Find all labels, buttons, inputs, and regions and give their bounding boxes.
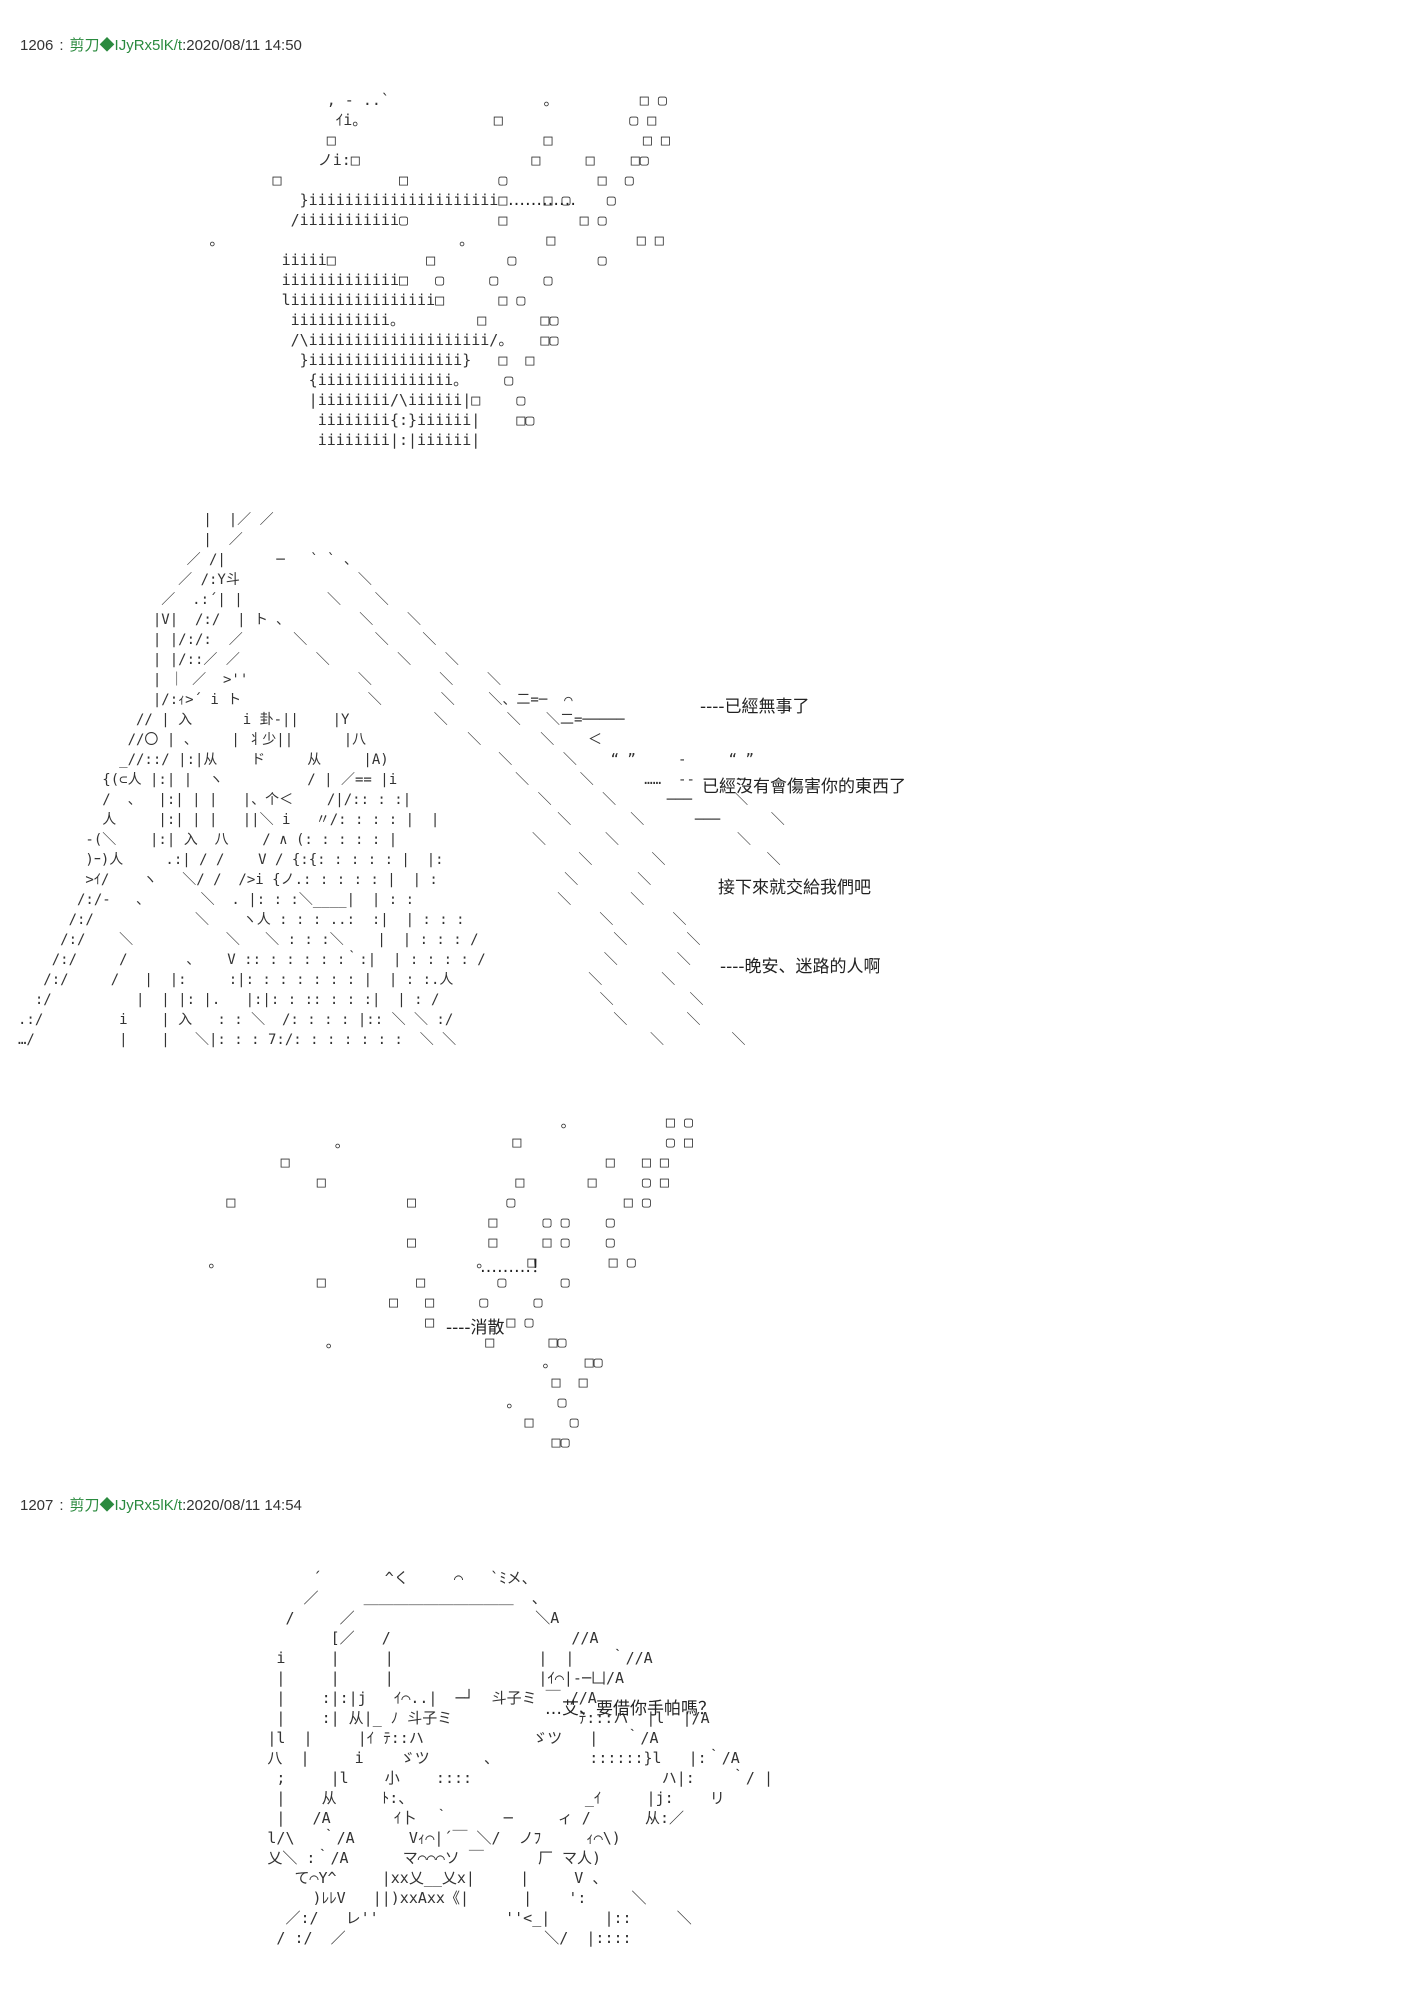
post-number: 1206 — [20, 37, 54, 54]
post-header: 1207: 剪刀◆IJyRx5lK/t:2020/08/11 14:54 — [20, 1494, 302, 1515]
dialog-line: ----晚安、迷路的人啊 — [720, 957, 881, 977]
post-timestamp: :2020/08/11 14:54 — [182, 1497, 302, 1514]
poster-name[interactable]: 剪刀◆IJyRx5lK/t — [69, 37, 183, 54]
dialog-line: ----消散 — [446, 1318, 505, 1338]
ascii-art-particles-2: 。 □ ▢ 。 □ ▢ □ □ □ □ □ □ □ □ — [208, 1113, 693, 1451]
dialog-line: 接下來就交給我們吧 — [718, 878, 871, 898]
dialog-line: ………… — [508, 190, 576, 210]
dialog-line: ----已經無事了 — [700, 697, 810, 717]
post-separator: : — [59, 37, 64, 54]
dialog-line: ………！ — [480, 1257, 548, 1277]
ascii-art-scene: | |／ ／ | ／ ／ /| ─ ` ` 、 ／ /:Y斗 ＼ ／ .:´| … — [18, 512, 785, 1048]
ascii-art-character: ´ ^く ⌒ `ﾐメ、 ／ ＿＿＿＿＿＿＿＿＿＿ 、 / ／ ＼A [／ / /… — [267, 1569, 773, 1947]
post-timestamp: :2020/08/11 14:50 — [182, 37, 302, 54]
dialog-line: …艾、要借你手帕嗎？ — [545, 1699, 715, 1719]
poster-name[interactable]: 剪刀◆IJyRx5lK/t — [69, 1497, 183, 1514]
ascii-art-particles-1: , - ..` 。 □ ▢ ｲi。 □ ▢ □ □ □ □ □ ノi:□ — [209, 91, 670, 449]
post-number: 1207 — [20, 1497, 54, 1514]
post-header: 1206: 剪刀◆IJyRx5lK/t:2020/08/11 14:50 — [20, 34, 302, 55]
post-separator: : — [59, 1497, 64, 1514]
dialog-line: 已經沒有會傷害你的東西了 — [702, 777, 906, 797]
